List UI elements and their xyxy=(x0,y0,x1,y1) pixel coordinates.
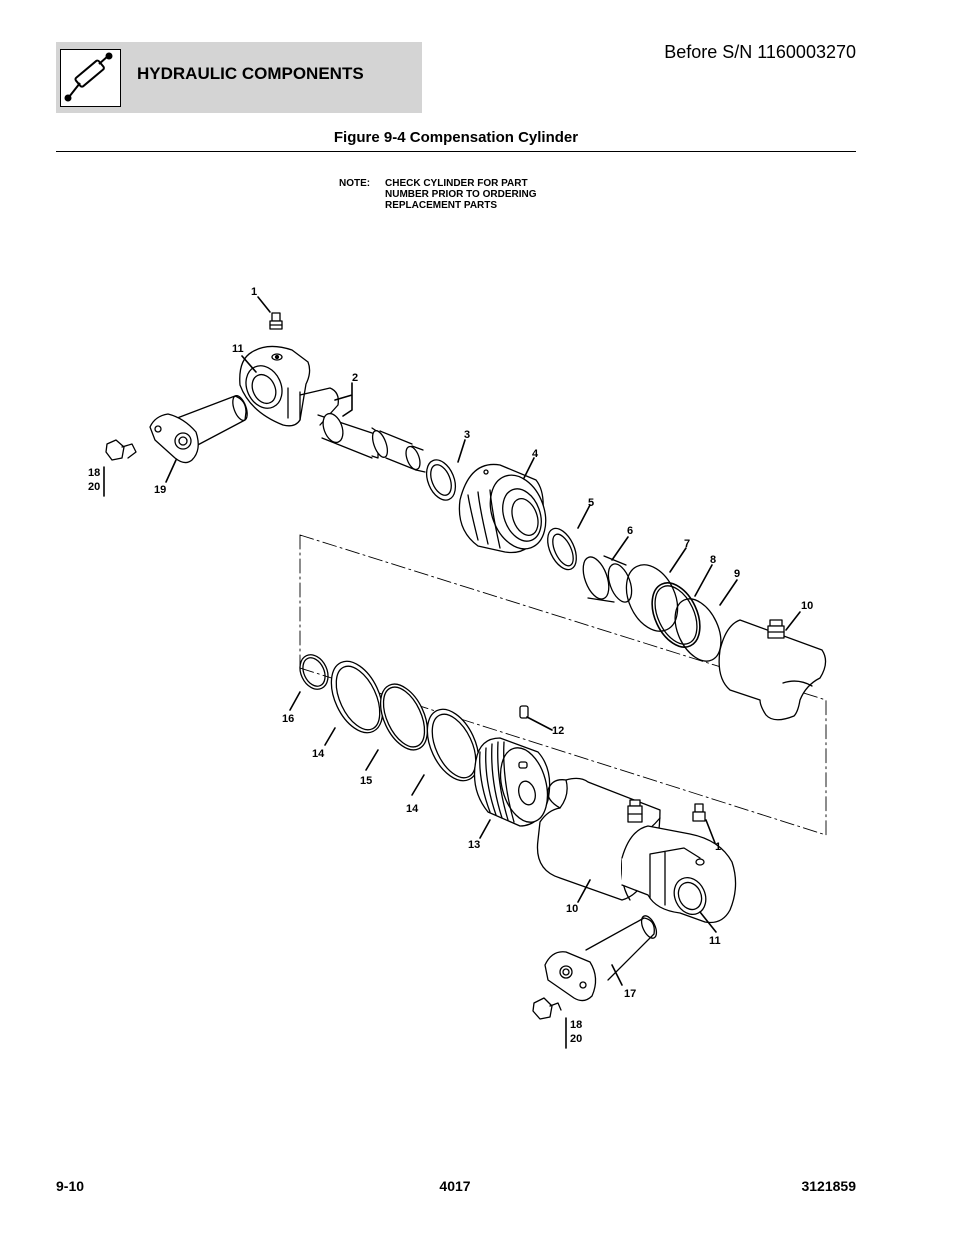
piston xyxy=(473,737,551,827)
note-line: NUMBER PRIOR TO ORDERING xyxy=(385,189,537,200)
callout-20: 20 xyxy=(88,481,100,493)
callout-13: 13 xyxy=(468,839,480,851)
callout-19: 19 xyxy=(154,484,166,496)
callout-11: 11 xyxy=(232,343,244,355)
figure-title: Figure 9-4 Compensation Cylinder xyxy=(333,129,579,146)
callout-3: 3 xyxy=(464,429,470,441)
bushing xyxy=(582,555,633,603)
pivot-pin-bottom xyxy=(544,915,658,1002)
cylinder-head xyxy=(458,463,547,554)
callout-15: 15 xyxy=(360,775,372,787)
callout-6: 6 xyxy=(627,525,633,537)
callout-18: 18 xyxy=(88,467,100,479)
pivot-pin-top xyxy=(149,394,248,464)
barrel-fragment xyxy=(718,619,827,721)
callout-12: 12 xyxy=(552,725,564,737)
callout-4: 4 xyxy=(532,448,539,460)
hydraulic-cylinder-icon xyxy=(60,49,121,107)
grease-fitting xyxy=(269,312,283,330)
callout-1: 1 xyxy=(251,286,257,298)
serial-note: Before S/N 1160003270 xyxy=(664,42,856,62)
callout-9: 9 xyxy=(734,568,740,580)
bolt-bottom xyxy=(532,997,562,1020)
callout-10: 10 xyxy=(566,903,578,915)
callout-17: 17 xyxy=(624,988,636,1000)
section-title: HYDRAULIC COMPONENTS xyxy=(137,64,364,83)
bolt-top xyxy=(105,439,137,461)
document-number: 3121859 xyxy=(801,1178,856,1194)
note-line: CHECK CYLINDER FOR PART xyxy=(385,178,528,189)
callout-14: 14 xyxy=(406,803,419,815)
callout-18: 18 xyxy=(570,1019,582,1031)
note-label: NOTE: xyxy=(339,178,371,189)
barrel xyxy=(536,777,737,924)
callout-20: 20 xyxy=(570,1033,582,1045)
note-line: REPLACEMENT PARTS xyxy=(385,200,498,211)
page-number: 9-10 xyxy=(56,1178,85,1194)
rod-eye-end xyxy=(239,345,339,427)
model-number: 4017 xyxy=(439,1178,471,1194)
callout-1: 1 xyxy=(715,841,721,853)
callout-11: 11 xyxy=(709,935,721,947)
callout-7: 7 xyxy=(684,538,690,550)
callout-10: 10 xyxy=(801,600,813,612)
callout-2: 2 xyxy=(352,372,358,384)
title-rule xyxy=(56,151,856,152)
piston-rod xyxy=(317,412,426,473)
callout-14: 14 xyxy=(312,748,325,760)
callout-8: 8 xyxy=(710,554,716,566)
callout-5: 5 xyxy=(588,497,594,509)
callout-16: 16 xyxy=(282,713,294,725)
